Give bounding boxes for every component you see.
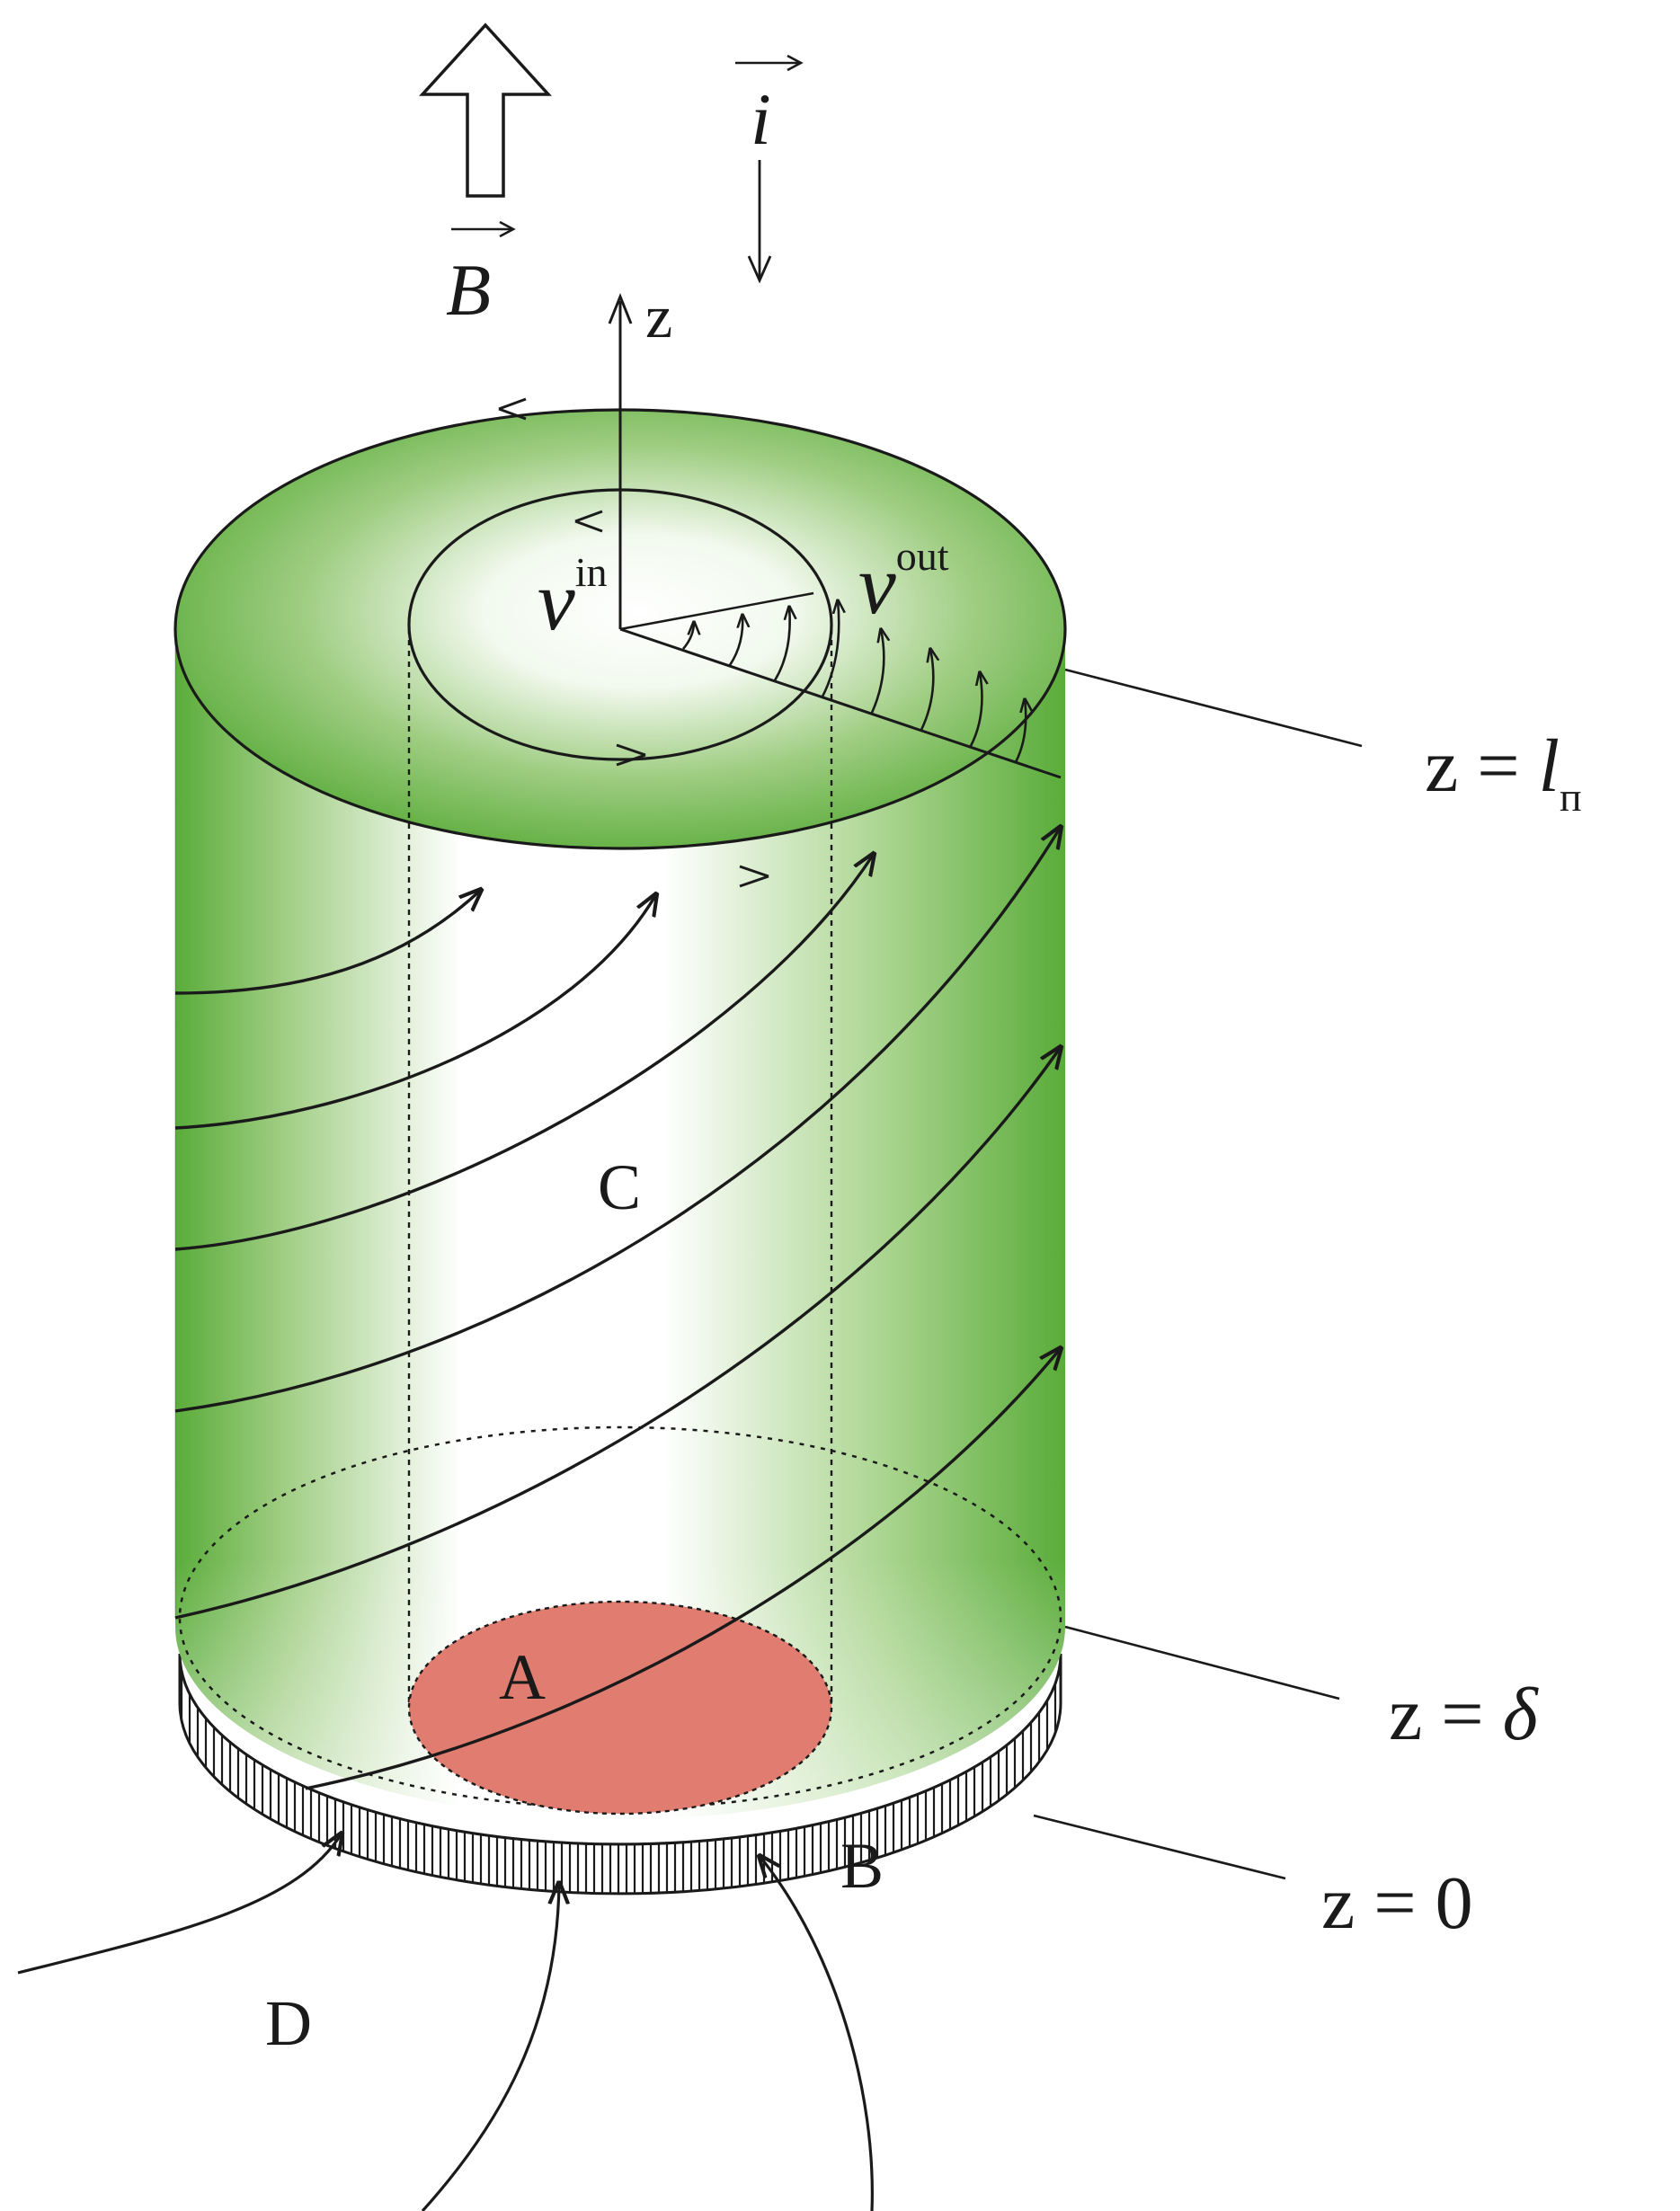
helical-streamlines	[174, 827, 1061, 1790]
level-top-subscript: п	[1560, 774, 1582, 820]
v-in-label: vin	[538, 549, 608, 648]
down-arrow-icon	[747, 160, 772, 284]
level-top-lhs: z =	[1425, 724, 1539, 808]
region-A-label: A	[499, 1641, 546, 1713]
v-out-superscript: out	[896, 533, 949, 579]
level-delta-lhs: z =	[1389, 1673, 1503, 1756]
level-top-label: z = lп	[1425, 724, 1582, 820]
level-delta-label: z = δ	[1389, 1673, 1540, 1756]
vector-B-label: B	[446, 249, 491, 331]
region-A-ellipse	[407, 1600, 833, 1816]
hollow-up-arrow-icon	[419, 22, 552, 198]
v-in-base: v	[538, 555, 575, 648]
region-B-label: B	[840, 1830, 884, 1902]
vector-bars	[451, 54, 804, 238]
region-D-label: D	[265, 1987, 312, 2059]
z-axis	[608, 292, 633, 629]
base-dashed-ellipse	[178, 1425, 1062, 1810]
level-delta-var: δ	[1503, 1673, 1540, 1756]
inner-core-dashes	[407, 629, 833, 1708]
level-zero-label: z = 0	[1321, 1861, 1473, 1945]
v-out-base: v	[858, 538, 896, 632]
v-out-label: vout	[858, 533, 949, 632]
level-top-var: l	[1539, 724, 1560, 808]
inflow-streamlines	[17, 1834, 874, 2211]
velocity-profile-arrows	[682, 600, 1026, 763]
level-leaders	[1033, 668, 1363, 1880]
cylinder-side	[174, 629, 1065, 1820]
v-in-superscript: in	[575, 549, 608, 595]
vector-i-label: i	[751, 78, 771, 160]
z-axis-label: z	[645, 282, 672, 351]
region-C-label: C	[598, 1151, 641, 1223]
